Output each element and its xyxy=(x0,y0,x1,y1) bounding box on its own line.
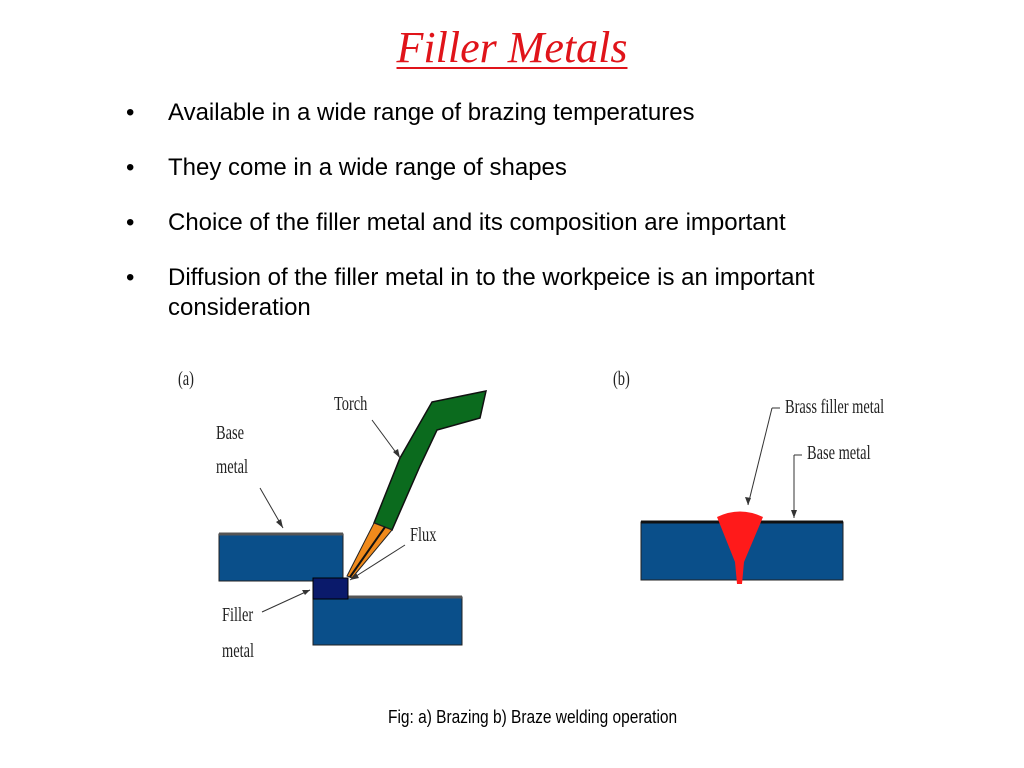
bullet-item: • Available in a wide range of brazing te… xyxy=(126,98,956,128)
torch-label: Torch xyxy=(334,393,368,415)
bullet-text: They come in a wide range of shapes xyxy=(168,154,567,181)
base-metal-label-line2: metal xyxy=(216,456,248,478)
bullet-marker: • xyxy=(126,154,135,181)
bullet-text: Choice of the filler metal and its compo… xyxy=(168,209,786,236)
lower-base-plate xyxy=(312,596,463,646)
base-metal-label-b: Base metal xyxy=(807,442,871,464)
figure-caption: Fig: a) Brazing b) Braze welding operati… xyxy=(388,707,678,727)
filler-metal-block xyxy=(312,577,349,600)
figure-a-graphic xyxy=(218,390,487,646)
filler-metal-label-line2: metal xyxy=(222,640,254,662)
upper-base-plate xyxy=(218,533,344,582)
filler-metal-label-line1: Filler xyxy=(222,604,254,626)
bullet-text: Available in a wide range of brazing tem… xyxy=(168,99,695,126)
torch-body xyxy=(373,390,487,531)
brass-filler-leader xyxy=(747,407,773,506)
figure-b-graphic xyxy=(640,407,844,584)
bullet-list: • Available in a wide range of brazing te… xyxy=(126,98,956,348)
page-title: Filler Metals xyxy=(396,23,628,72)
bullet-marker: • xyxy=(126,264,135,291)
bullet-marker: • xyxy=(126,209,135,236)
filler-leader xyxy=(261,589,311,613)
brass-filler-bead xyxy=(717,511,763,584)
brass-filler-metal-label: Brass filler metal xyxy=(785,396,885,418)
bullet-text: Diffusion of the filler metal in to the … xyxy=(168,264,815,321)
figure-a-label: (a) xyxy=(178,368,194,390)
base-metal-label-line1: Base xyxy=(216,422,245,444)
bullet-item: • Choice of the filler metal and its comp… xyxy=(126,208,956,238)
figure-b-label: (b) xyxy=(613,368,630,390)
bullet-item: • They come in a wide range of shapes xyxy=(126,153,956,183)
flux-leader xyxy=(349,544,406,581)
bullet-marker: • xyxy=(126,99,135,126)
bullet-item: • Diffusion of the filler metal in to the… xyxy=(126,263,956,323)
flux-label: Flux xyxy=(410,524,437,546)
